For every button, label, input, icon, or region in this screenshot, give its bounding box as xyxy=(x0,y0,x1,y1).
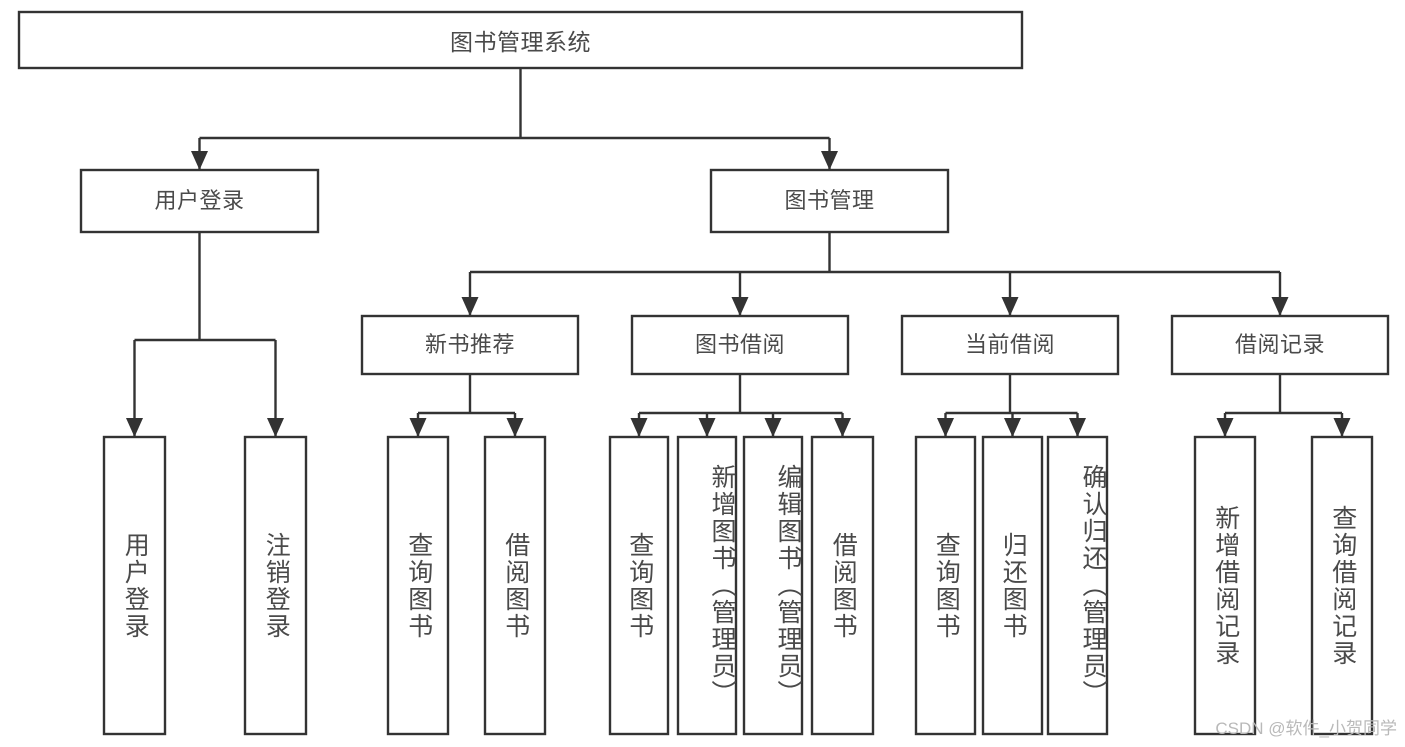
arrow-head-icon-leaf-query-book-1 xyxy=(409,418,427,437)
node-box-leaf-borrow-book-2 xyxy=(810,435,875,736)
arrow-head-icon-leaf-query-book-2 xyxy=(630,418,648,437)
arrow-head-icon-current-borrow xyxy=(1001,297,1019,316)
arrow-head-icon-leaf-borrow-book-2 xyxy=(834,418,851,437)
node-box-book-manage xyxy=(709,168,950,234)
node-boxes xyxy=(17,10,1390,736)
arrow-head-icon-borrow-record xyxy=(1271,297,1289,316)
node-box-leaf-edit-book-admin xyxy=(742,435,804,736)
arrow-head-icon-book-manage xyxy=(821,151,838,170)
node-box-leaf-query-book-3 xyxy=(914,435,977,736)
arrow-head-icon-user-login xyxy=(191,151,208,170)
watermark-text: CSDN @软件_小贺同学 xyxy=(1215,719,1397,738)
node-box-leaf-confirm-return-admin xyxy=(1046,435,1109,736)
node-box-leaf-add-borrow-record xyxy=(1193,435,1257,736)
arrow-head-icon-leaf-query-book-3 xyxy=(937,418,954,437)
node-box-leaf-return-book xyxy=(981,435,1044,736)
node-box-new-book-recommend xyxy=(360,314,580,376)
node-box-leaf-query-borrow-record xyxy=(1310,435,1374,736)
node-box-leaf-query-book-1 xyxy=(386,435,450,736)
node-box-book-borrow xyxy=(630,314,850,376)
node-box-leaf-query-book-2 xyxy=(608,435,670,736)
node-box-leaf-logout-login xyxy=(243,435,308,736)
arrow-head-icon-leaf-edit-book-admin xyxy=(764,418,782,437)
arrow-head-icon-leaf-add-book-admin xyxy=(698,418,716,437)
arrow-head-icon-leaf-query-borrow-record xyxy=(1333,418,1351,437)
node-box-current-borrow xyxy=(900,314,1120,376)
node-box-leaf-add-book-admin xyxy=(676,435,738,736)
node-box-leaf-borrow-book-1 xyxy=(483,435,547,736)
node-box-root xyxy=(17,10,1024,70)
node-box-leaf-user-login xyxy=(102,435,167,736)
arrow-head-icon-leaf-return-book xyxy=(1004,418,1021,437)
node-box-borrow-record xyxy=(1170,314,1390,376)
arrow-head-icon-leaf-logout-login xyxy=(267,418,284,437)
node-box-user-login xyxy=(79,168,320,234)
arrow-head-icon-leaf-confirm-return-admin xyxy=(1069,418,1086,437)
arrow-head-icon-leaf-add-borrow-record xyxy=(1216,418,1234,437)
arrow-head-icon-leaf-user-login xyxy=(126,418,143,437)
arrow-head-icon-new-book-recommend xyxy=(461,297,479,316)
connector-lines xyxy=(126,68,1351,437)
arrow-head-icon-leaf-borrow-book-1 xyxy=(506,418,524,437)
arrow-head-icon-book-borrow xyxy=(731,297,749,316)
